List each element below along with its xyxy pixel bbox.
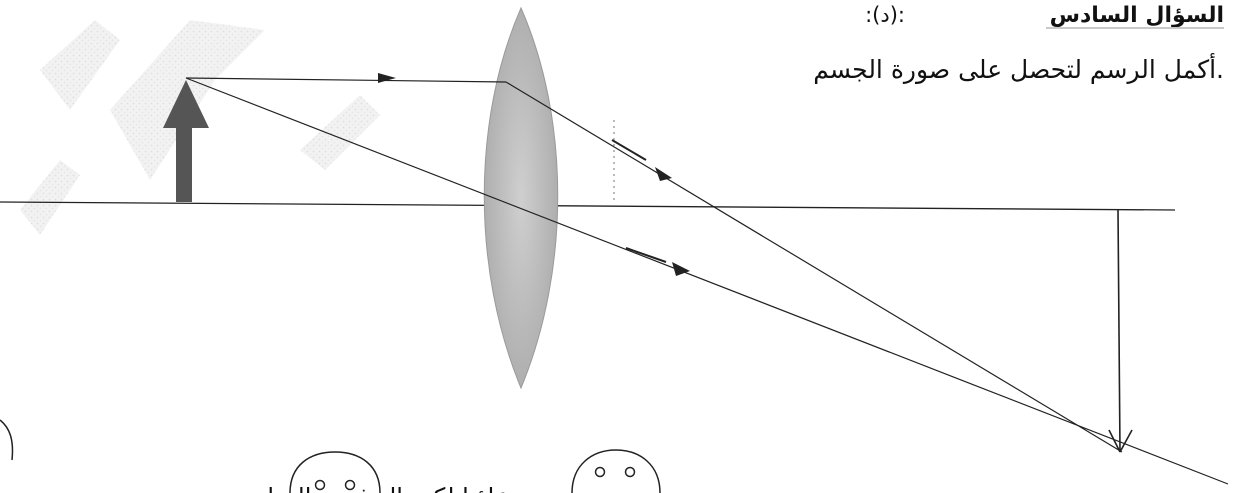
image-arrow <box>1108 209 1133 453</box>
cropped-edge-shape <box>0 419 14 461</box>
question-title: السؤال السادس <box>1050 3 1224 28</box>
ray-direction-arrow <box>672 262 690 276</box>
principal-axis <box>0 201 1176 211</box>
ray-parallel-refracted <box>505 81 1123 453</box>
convex-lens <box>483 6 559 390</box>
ray-through-center <box>185 77 1229 485</box>
hand-drawn-stroke <box>625 247 667 263</box>
object-arrow <box>163 80 209 202</box>
smiley-face-icon <box>571 449 661 493</box>
question-suffix: :(د): <box>865 3 905 27</box>
instruction-text: أكمل الرسم لتحصل على صورة الجسم. <box>813 52 1224 85</box>
ray-direction-arrow <box>655 167 672 181</box>
ray-parallel-incident <box>185 77 507 83</box>
hand-drawn-stroke <box>611 139 647 161</box>
ray-direction-arrow <box>378 73 396 83</box>
footer-text: دعاؤنا لكم بالتوفيق والنجاح <box>252 483 520 493</box>
smiley-face-icon <box>289 451 381 493</box>
